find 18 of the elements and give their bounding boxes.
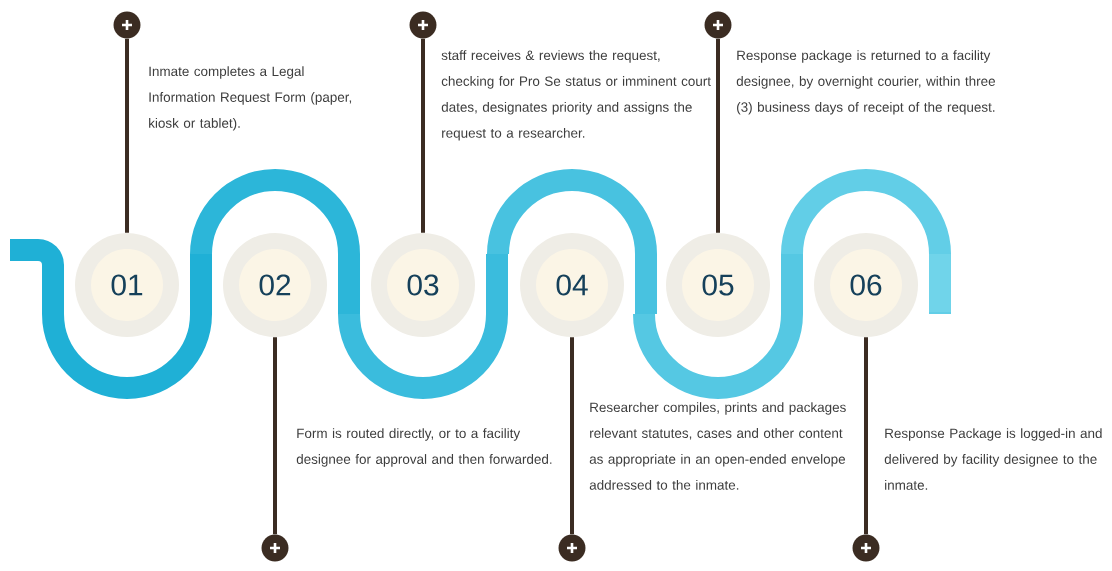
plus-pin [558, 534, 586, 562]
plus-pin [852, 534, 880, 562]
step-description: Inmate completes a Legal Information Request Form (paper, kiosk or tablet). [149, 66, 352, 131]
stem-line [716, 38, 720, 233]
step-description: Researcher compiles, prints and packages relevant statutes, cases and other content as appropriate in an open-ended envelope addressed to the inmate. [589, 402, 846, 490]
plus-pin [261, 534, 289, 562]
plus-pin [409, 11, 437, 39]
plus-pin [704, 11, 732, 39]
stem-line [421, 38, 425, 233]
plus-pin [113, 11, 141, 39]
step-description: Response Package is logged-in and delivered by facility designee to the inmate. [884, 428, 1102, 490]
step-description: Response package is returned to a facility designee, by overnight courier, within three (3) business days of receipt of the request. [736, 50, 995, 115]
step-description: Form is routed directly, or to a facility designee for approval and then forwarded. [296, 428, 552, 467]
stem-line [570, 337, 574, 535]
stem-line [273, 337, 277, 535]
stem-line [125, 38, 129, 233]
step-description: staff receives & reviews the request, checking for Pro Se status or imminent court dates, designates priority and assigns the request to a researcher. [441, 50, 711, 141]
stem-line [864, 337, 868, 535]
